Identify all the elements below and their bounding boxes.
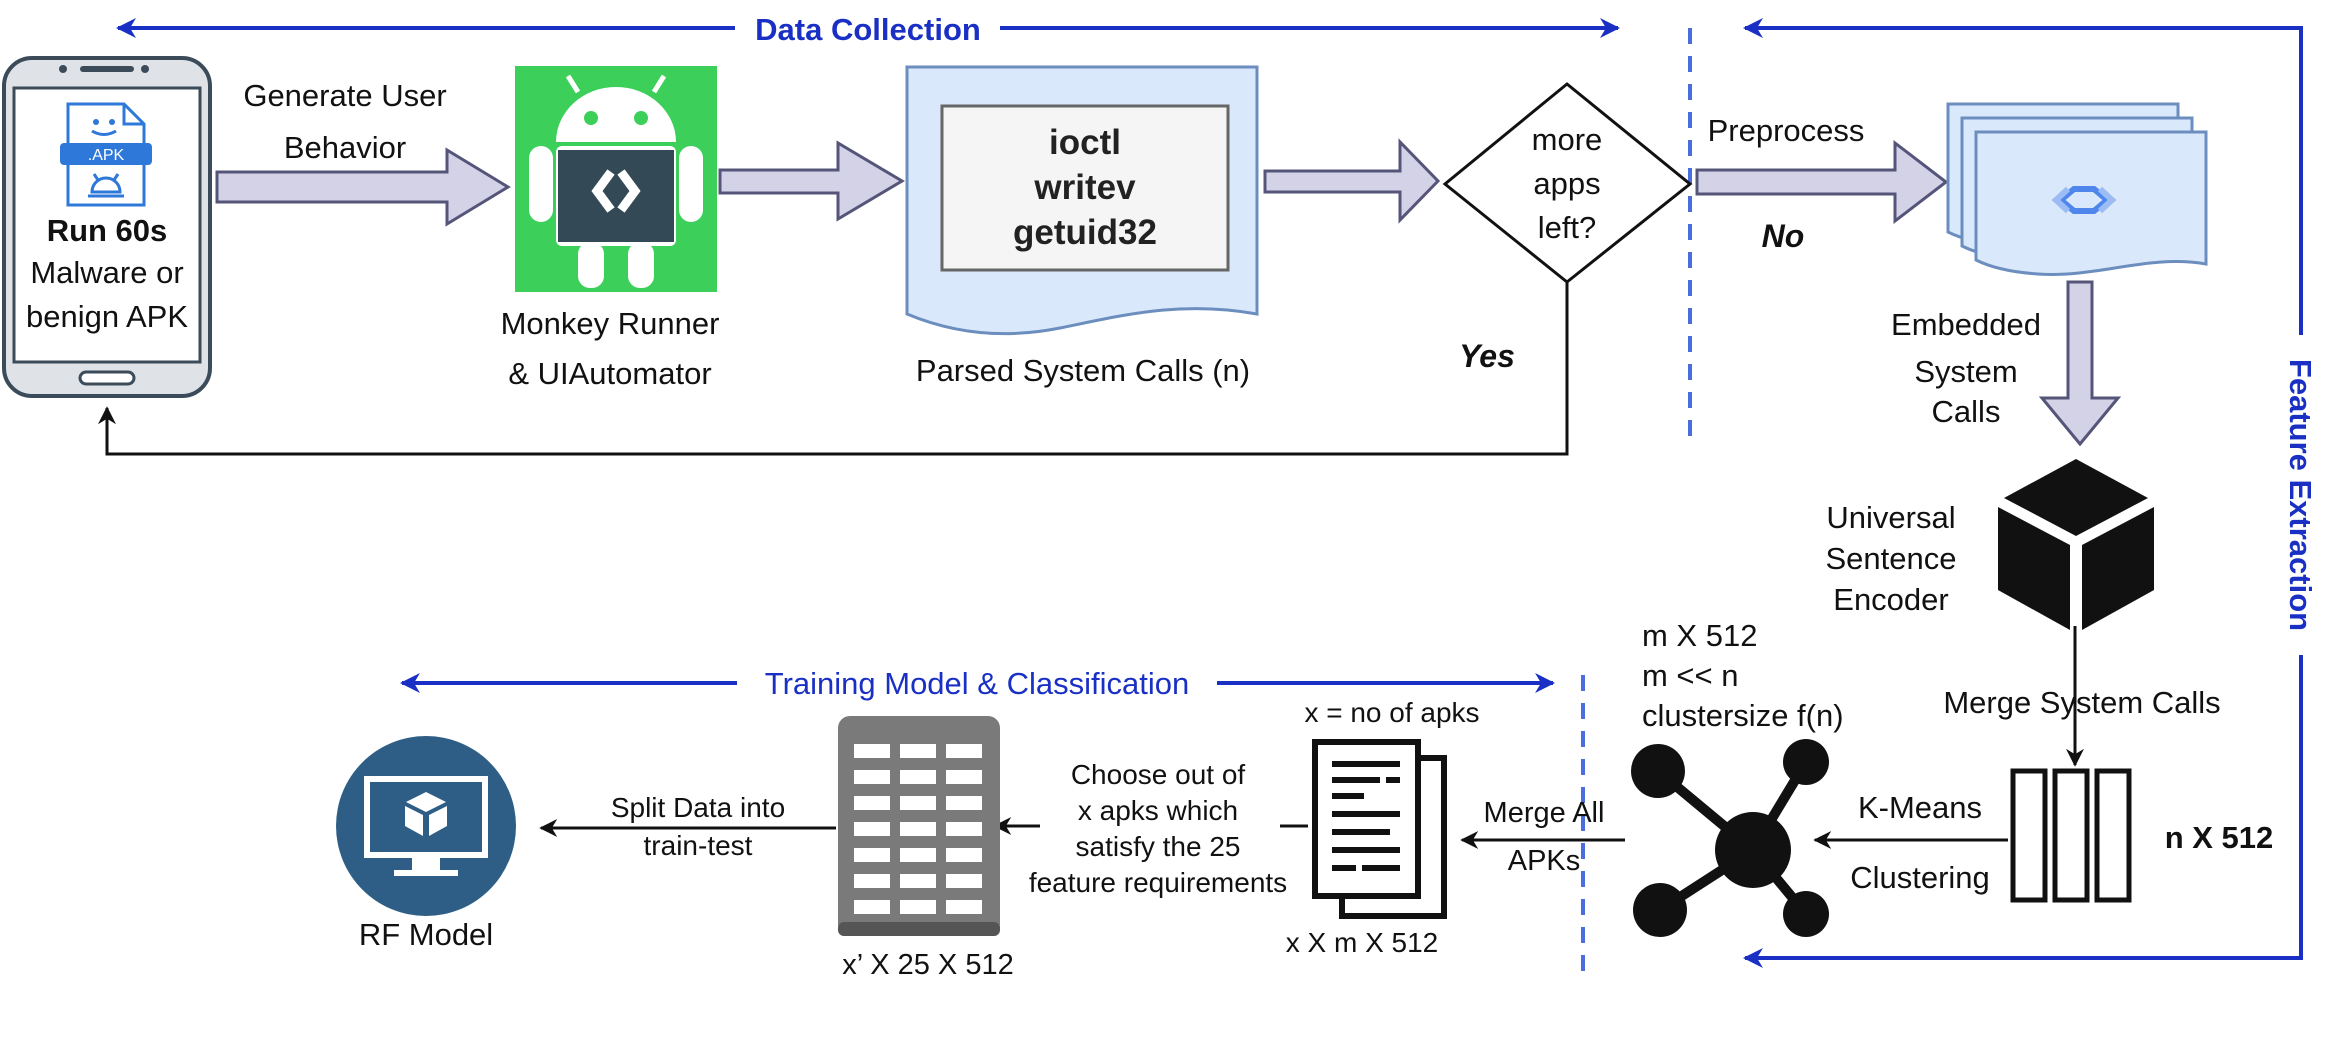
smartphone-icon	[2, 56, 212, 398]
cluster-info-3: clustersize f(n)	[1642, 698, 1844, 733]
server-slot	[854, 744, 890, 758]
generate-label-2: Behavior	[284, 130, 406, 165]
server-slot	[946, 848, 982, 862]
choose-label-backdrop	[1040, 798, 1280, 828]
server-slot	[854, 770, 890, 784]
server-slot	[854, 822, 890, 836]
merge-all-label-1: Merge All	[1484, 797, 1605, 829]
phone-line2: Malware or	[30, 255, 183, 290]
server-cells	[854, 744, 982, 914]
decision-line-1: more	[1532, 122, 1603, 157]
server-slot	[946, 796, 982, 810]
server-slot	[854, 796, 890, 810]
server-slot	[900, 796, 936, 810]
rf-model-label: RF Model	[359, 917, 493, 952]
apk-badge-text: .APK	[88, 147, 125, 164]
server-slot	[946, 770, 982, 784]
preprocess-arrow	[1695, 139, 1949, 225]
server-slot	[854, 848, 890, 862]
syscall-item: getuid32	[1013, 213, 1157, 252]
to-decision-arrow	[1263, 138, 1441, 224]
server-slot	[900, 744, 936, 758]
encoder-label-3: Encoder	[1833, 582, 1948, 617]
no-label: No	[1762, 218, 1805, 254]
x-prime-label: x’ X 25 X 512	[842, 949, 1013, 981]
choose-label-2: x apks which	[1078, 795, 1238, 826]
syscall-item: ioctl	[1049, 123, 1121, 162]
split-label-1: Split Data into	[611, 792, 785, 823]
generate-label-1: Generate User	[243, 78, 446, 113]
server-slot	[900, 770, 936, 784]
apk-file-icon: .APK	[60, 102, 152, 207]
syscalls-caption: Parsed System Calls (n)	[916, 353, 1250, 388]
server-slot	[946, 874, 982, 888]
embedded-label-2: System	[1914, 354, 2017, 389]
data-collection-bracket: Data Collection	[116, 8, 1620, 47]
monkey-label-2: & UIAutomator	[508, 356, 711, 391]
feature-extraction-label: Feature Extraction	[2283, 359, 2318, 631]
split-label-2: train-test	[644, 830, 753, 861]
vector-columns-icon	[2010, 768, 2132, 903]
android-robot-icon	[515, 66, 717, 292]
cloud-logo-icon	[2051, 186, 2117, 214]
to-syscalls-arrow	[718, 140, 905, 222]
server-slot	[854, 900, 890, 914]
merge-syscalls-label: Merge System Calls	[1943, 685, 2220, 720]
server-slot	[900, 848, 936, 862]
decision-line-2: apps	[1533, 166, 1600, 201]
server-slot	[946, 744, 982, 758]
embedded-label-1: Embedded	[1891, 307, 2041, 342]
yes-loop-arrow	[98, 282, 1569, 456]
generate-behavior-arrow	[215, 147, 511, 227]
server-slot	[900, 874, 936, 888]
kmeans-label-2: Clustering	[1850, 860, 1990, 895]
cluster-info-2: m << n	[1642, 658, 1739, 693]
preprocess-label: Preprocess	[1708, 113, 1865, 148]
merge-all-label-2: APKs	[1508, 845, 1581, 877]
choose-label-3: satisfy the 25	[1076, 831, 1241, 862]
n-x-512-label: n X 512	[2165, 820, 2274, 855]
cluster-network-icon	[1631, 739, 1829, 937]
report-document-icon	[1312, 739, 1447, 919]
training-bracket: Training Model & Classification	[400, 665, 1555, 701]
document-icon	[905, 65, 1259, 336]
choose-label-backdrop	[1012, 830, 1302, 900]
server-slot	[854, 874, 890, 888]
encoder-label-2: Sentence	[1826, 541, 1957, 576]
decision-line-3: left?	[1538, 210, 1597, 245]
choose-label-1: Choose out of	[1071, 759, 1246, 790]
monkey-label-1: Monkey Runner	[501, 306, 720, 341]
encoder-label-1: Universal	[1826, 500, 1955, 535]
cube-icon	[1998, 459, 2154, 630]
choose-label-4: feature requirements	[1029, 867, 1287, 898]
training-label: Training Model & Classification	[765, 666, 1189, 701]
syscall-item: writev	[1033, 168, 1136, 207]
embedded-down-arrow	[2038, 280, 2122, 447]
server-slot	[946, 900, 982, 914]
cluster-info-1: m X 512	[1642, 618, 1757, 653]
server-slot	[946, 822, 982, 836]
embedded-label-3: Calls	[1932, 394, 2001, 429]
server-slot	[900, 900, 936, 914]
x-apks-label: x = no of apks	[1304, 697, 1479, 728]
data-collection-label: Data Collection	[755, 12, 981, 47]
phone-run-label: Run 60s	[47, 213, 168, 248]
phone-line3: benign APK	[26, 299, 188, 334]
server-slot	[900, 822, 936, 836]
yes-label: Yes	[1459, 338, 1515, 374]
feature-extraction-bracket: Feature Extraction	[1743, 18, 2320, 968]
monitor-cube-icon	[336, 736, 516, 916]
kmeans-label-1: K-Means	[1858, 790, 1982, 825]
x-m-512-label: x X m X 512	[1286, 927, 1439, 958]
